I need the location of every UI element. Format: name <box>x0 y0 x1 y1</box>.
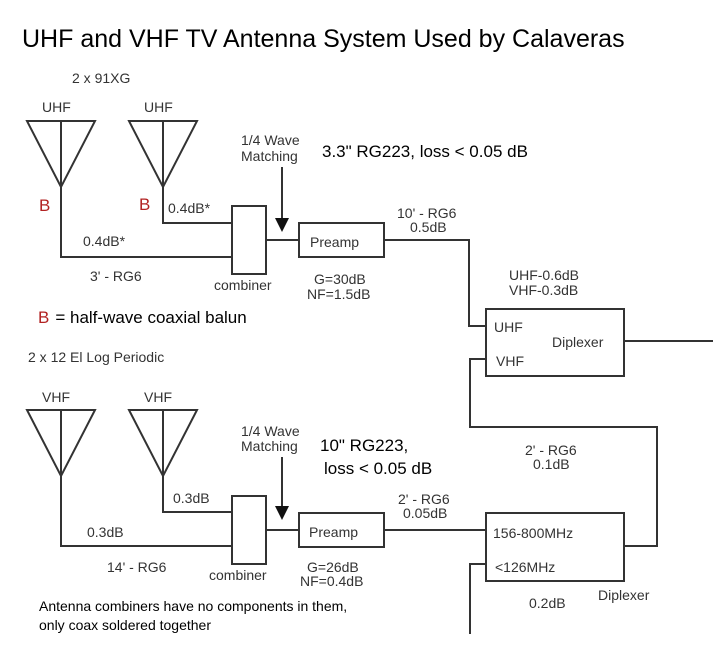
vhf-matching-label-1: 1/4 Wave <box>241 423 300 439</box>
diplexer-top-port-vhf: VHF <box>496 353 524 369</box>
vhf-combiner <box>231 495 267 565</box>
diplexer-link-loss: 0.1dB <box>533 456 570 472</box>
uhf-preamp-gain: G=30dB <box>314 271 366 287</box>
uhf-antenna-2: UHF <box>127 99 199 190</box>
uhf-antenna-1-feed-loss: 0.4dB* <box>83 233 126 249</box>
diplexer-top-loss-vhf: VHF-0.3dB <box>509 282 578 298</box>
vhf-combiner-label: combiner <box>209 567 267 583</box>
diplexer-bottom <box>485 512 625 582</box>
vhf-matching-note-1: 10" RG223, <box>320 436 408 455</box>
uhf-feed-cable: 3' - RG6 <box>90 268 142 284</box>
uhf-matching-label-2: Matching <box>241 148 298 164</box>
vhf-antenna-2-feed-loss: 0.3dB <box>173 490 210 506</box>
diplexer-top-loss-uhf: UHF-0.6dB <box>509 267 579 283</box>
diplexer-bottom-label: Diplexer <box>598 587 650 603</box>
uhf-antenna-2-label: UHF <box>144 99 173 115</box>
vhf-downlead-cable: 2' - RG6 <box>398 491 450 507</box>
uhf-antenna-2-feedline <box>162 187 232 224</box>
uhf-antenna-model: 2 x 91XG <box>72 70 130 86</box>
vhf-preamp-label: Preamp <box>309 524 358 540</box>
diplexer-bottom-loss: 0.2dB <box>529 595 566 611</box>
vhf-feed-cable: 14' - RG6 <box>107 559 167 575</box>
balun-legend-text: = half-wave coaxial balun <box>55 308 246 327</box>
uhf-downlead-cable: 10' - RG6 <box>397 205 457 221</box>
vhf-antenna-1-label: VHF <box>42 389 70 405</box>
uhf-antenna-1-feedline <box>60 187 232 258</box>
arrow-down-icon <box>275 218 289 232</box>
diplexer-bottom-low-line <box>469 563 486 634</box>
uhf-antenna-1-balun: B <box>39 196 50 215</box>
diplexer-link-cable: 2' - RG6 <box>525 442 577 458</box>
vhf-preamp-noise-figure: NF=0.4dB <box>300 573 363 589</box>
uhf-antenna-1: UHF <box>25 99 97 190</box>
uhf-combiner-label: combiner <box>214 277 272 293</box>
vhf-antenna-2-label: VHF <box>144 389 172 405</box>
uhf-matching-note: 3.3" RG223, loss < 0.05 dB <box>322 142 528 161</box>
uhf-matching-label-1: 1/4 Wave <box>241 132 300 148</box>
vhf-matching-note-2: loss < 0.05 dB <box>324 459 432 478</box>
vhf-antenna-1: VHF <box>25 389 97 479</box>
vhf-antenna-model: 2 x 12 El Log Periodic <box>28 349 164 365</box>
uhf-antenna-2-feed-loss: 0.4dB* <box>168 200 211 216</box>
vhf-antenna-1-feedline <box>60 476 232 547</box>
balun-legend: B = half-wave coaxial balun <box>38 308 247 327</box>
diplexer-link-line <box>469 358 658 547</box>
diplexer-bottom-port-low: <126MHz <box>495 559 555 575</box>
arrow-down-icon <box>275 506 289 520</box>
uhf-preamp <box>298 222 385 258</box>
vhf-antenna-1-feed-loss: 0.3dB <box>87 524 124 540</box>
diplexer-bottom-port-high: 156-800MHz <box>493 525 573 541</box>
balun-legend-symbol: B <box>38 308 49 327</box>
uhf-downlead-loss: 0.5dB <box>410 219 447 235</box>
uhf-combiner <box>231 205 267 275</box>
diplexer-top <box>485 308 625 377</box>
diplexer-top-label: Diplexer <box>552 334 604 350</box>
vhf-matching-label-2: Matching <box>241 438 298 454</box>
vhf-downlead-loss: 0.05dB <box>403 505 447 521</box>
uhf-antenna-2-balun: B <box>139 195 150 214</box>
uhf-antenna-1-label: UHF <box>42 99 71 115</box>
footnote-line-2: only coax soldered together <box>39 617 211 633</box>
diagram-title: UHF and VHF TV Antenna System Used by Ca… <box>22 25 625 53</box>
vhf-preamp-gain: G=26dB <box>307 559 359 575</box>
vhf-antenna-2-feedline <box>162 476 232 513</box>
uhf-preamp-noise-figure: NF=1.5dB <box>307 286 370 302</box>
uhf-downlead <box>384 239 486 327</box>
footnote-line-1: Antenna combiners have no components in … <box>39 598 347 614</box>
uhf-preamp-label: Preamp <box>310 234 359 250</box>
vhf-antenna-2: VHF <box>127 389 199 479</box>
diplexer-top-port-uhf: UHF <box>494 319 523 335</box>
